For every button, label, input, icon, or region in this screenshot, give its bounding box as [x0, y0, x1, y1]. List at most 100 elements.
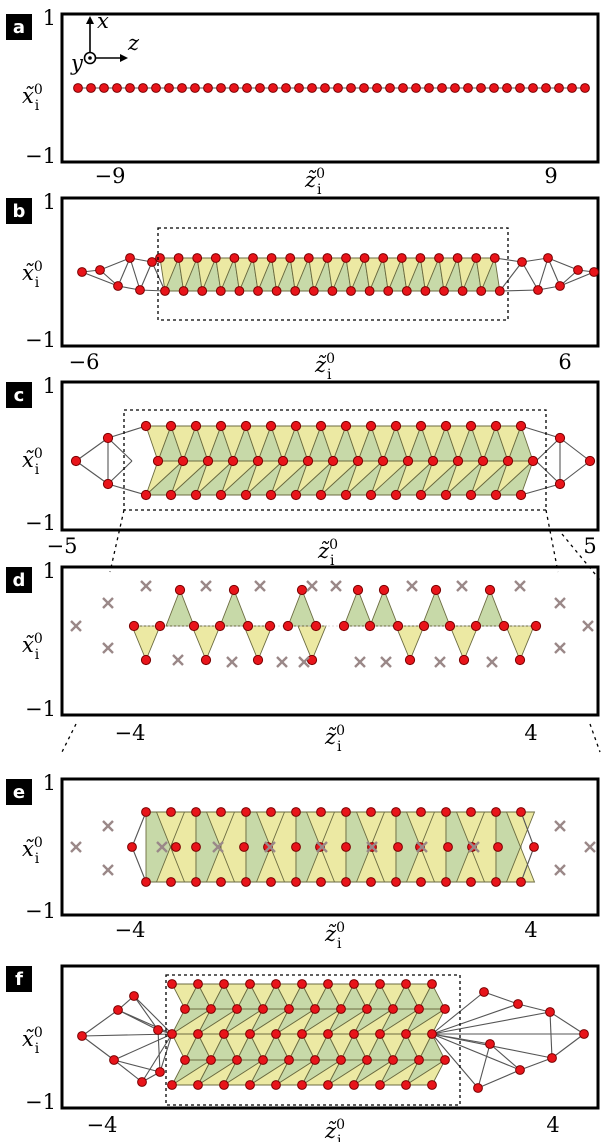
particle — [271, 1029, 281, 1039]
particle — [414, 1004, 424, 1014]
particle — [192, 253, 203, 263]
particle — [327, 286, 338, 296]
removed-particle-cross — [156, 841, 168, 853]
bond-edge — [535, 460, 561, 485]
particle — [70, 455, 82, 467]
particle — [338, 620, 350, 632]
particle — [502, 455, 514, 467]
removed-particle-cross — [70, 620, 82, 632]
particle — [349, 1080, 359, 1090]
particle — [154, 620, 166, 632]
particle — [99, 83, 109, 93]
particle — [308, 286, 319, 296]
particle — [385, 83, 395, 93]
axis-z-label: z — [127, 31, 140, 55]
particle — [245, 1080, 255, 1090]
particle — [252, 455, 264, 467]
bond-edge — [549, 1011, 553, 1059]
particle — [281, 83, 291, 93]
particle — [465, 489, 477, 501]
particle — [135, 285, 145, 295]
particle — [352, 455, 364, 467]
removed-particle-cross — [264, 841, 276, 853]
particle — [533, 285, 543, 295]
panel-c-xtick-right: 5 — [583, 534, 596, 558]
particle — [415, 253, 426, 263]
panel-f-xtick-right: 4 — [546, 1113, 559, 1137]
bond-edge — [483, 991, 519, 1005]
particle — [554, 432, 566, 444]
particle — [580, 83, 590, 93]
particle — [140, 420, 152, 432]
particle — [174, 584, 186, 596]
bond-edge — [489, 1043, 521, 1071]
particle — [415, 489, 427, 501]
particle — [264, 620, 276, 632]
panel-e-network — [70, 807, 596, 887]
particle — [73, 83, 83, 93]
particle — [147, 257, 157, 267]
triangle-tile — [343, 588, 373, 627]
panel-c-zoom-lead-right — [545, 509, 559, 573]
particle — [284, 1055, 294, 1065]
particle — [127, 842, 137, 852]
panel-f-tag: f — [15, 969, 23, 990]
particle — [437, 83, 447, 93]
particle — [191, 842, 201, 852]
particle — [517, 257, 527, 267]
removed-particle-cross — [456, 580, 468, 592]
particle — [271, 286, 282, 296]
particle — [255, 83, 265, 93]
bond-edge — [133, 995, 159, 1031]
particle — [215, 489, 227, 501]
particle — [229, 253, 240, 263]
panel-c-lead-outer-right — [561, 533, 601, 581]
particle — [420, 286, 431, 296]
panel-d-lead-right — [589, 723, 601, 753]
particle — [282, 620, 294, 632]
axis-y-label: y — [70, 51, 84, 75]
particle — [141, 877, 151, 887]
particle — [391, 807, 401, 817]
panel-e-ytick-bottom: −1 — [25, 899, 56, 923]
particle — [490, 420, 502, 432]
particle — [102, 478, 114, 490]
particle — [441, 877, 451, 887]
removed-particle-cross — [514, 580, 526, 592]
bond-edge — [520, 425, 561, 439]
particle — [388, 1055, 398, 1065]
particle — [418, 620, 430, 632]
bond-edge — [131, 811, 147, 848]
particle — [310, 1004, 320, 1014]
triangle-tile — [165, 588, 195, 627]
removed-particle-cross — [406, 580, 418, 592]
particle — [296, 584, 308, 596]
particle — [271, 979, 281, 989]
particle — [401, 1029, 411, 1039]
bond-edge — [431, 1011, 551, 1035]
panel-c-tag: c — [14, 385, 25, 406]
particle — [416, 807, 426, 817]
particle — [494, 286, 505, 296]
particle — [164, 83, 174, 93]
bond-edge — [559, 460, 591, 485]
particle — [219, 1080, 229, 1090]
removed-particle-cross — [102, 597, 114, 609]
bond-edge — [551, 1033, 585, 1059]
bond-edge — [113, 1033, 173, 1061]
particle — [232, 1055, 242, 1065]
particle — [515, 83, 525, 93]
particle — [589, 267, 599, 277]
particle — [240, 489, 252, 501]
particle — [290, 489, 302, 501]
removed-particle-cross — [102, 864, 114, 876]
bond-edge — [521, 261, 539, 291]
particle — [252, 654, 264, 666]
particle — [188, 620, 200, 632]
bond-edge — [75, 437, 109, 462]
particle — [227, 455, 239, 467]
particle — [365, 420, 377, 432]
